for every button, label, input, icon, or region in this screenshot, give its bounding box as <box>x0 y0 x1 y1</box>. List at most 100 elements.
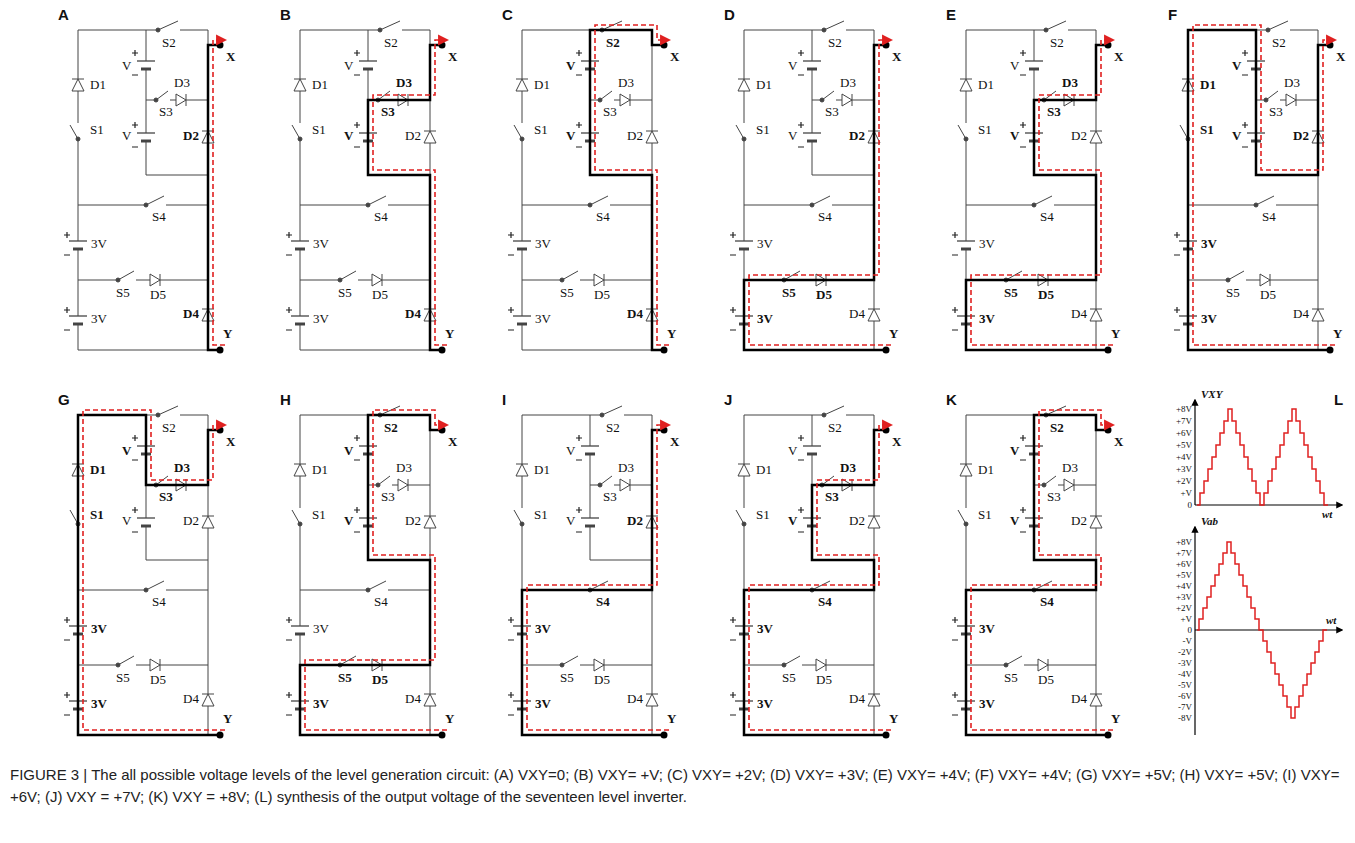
diode-label: D5 <box>150 288 166 301</box>
panel-d <box>730 21 891 354</box>
switch-label: S5 <box>116 671 130 684</box>
diode-label: D3 <box>840 461 856 474</box>
switch-label: S2 <box>162 36 176 49</box>
diode-label: D2 <box>627 129 643 142</box>
source-label: 3V <box>979 312 995 325</box>
diode-label: D4 <box>1071 307 1087 320</box>
diode-label: D3 <box>396 461 412 474</box>
level-label: +4V <box>1176 582 1192 591</box>
panel-c <box>508 21 669 354</box>
switch-label: S3 <box>381 490 395 503</box>
switch-label: S5 <box>116 286 130 299</box>
switch-label: S4 <box>152 595 166 608</box>
source-label: V <box>1010 129 1019 142</box>
switch-label: S1 <box>90 508 104 521</box>
waveform-panel <box>1195 400 1342 735</box>
switch-label: S5 <box>1226 286 1240 299</box>
source-label: 3V <box>535 697 551 710</box>
switch-label: S4 <box>596 595 610 608</box>
diode-label: D3 <box>840 76 856 89</box>
diode-label: D2 <box>1293 129 1309 142</box>
switch-label: S1 <box>1200 123 1214 136</box>
level-label: 0 <box>1188 501 1193 510</box>
panel-letter: K <box>946 392 957 407</box>
figure-caption: FIGURE 3 | The all possible voltage leve… <box>10 764 1345 808</box>
switch-label: S4 <box>152 210 166 223</box>
switch-label: S3 <box>825 490 839 503</box>
level-label: 0 <box>1188 626 1193 635</box>
panel-k <box>952 406 1113 739</box>
diode-label: D1 <box>534 463 550 476</box>
switch-label: S1 <box>756 508 770 521</box>
current-flow <box>305 410 447 730</box>
panel-letter: A <box>58 7 69 22</box>
source-label: 3V <box>979 237 995 250</box>
terminal-label: X <box>226 50 235 63</box>
diode-label: D2 <box>183 514 199 527</box>
switch-label: S1 <box>90 123 104 136</box>
diode-label: D4 <box>405 692 421 705</box>
switch-label: S2 <box>606 421 620 434</box>
switch-label: S5 <box>782 286 796 299</box>
conduction-path <box>208 45 220 350</box>
diode-label: D4 <box>627 692 643 705</box>
source-label: V <box>344 59 353 72</box>
source-label: 3V <box>979 622 995 635</box>
axis-label: Vab <box>1201 516 1218 527</box>
panel-letter: J <box>724 392 732 407</box>
panel-h <box>286 406 447 739</box>
switch-label: S1 <box>534 508 548 521</box>
terminal-label: X <box>892 435 901 448</box>
switch-label: S5 <box>338 671 352 684</box>
switch-label: S2 <box>384 421 398 434</box>
diode-label: D4 <box>183 307 199 320</box>
source-label: 3V <box>91 622 107 635</box>
level-label: -7V <box>1178 703 1192 712</box>
diode-label: D2 <box>1071 514 1087 527</box>
current-flow <box>83 410 225 730</box>
level-label: +7V <box>1176 417 1192 426</box>
panel-letter: L <box>1334 392 1343 407</box>
switch-label: S3 <box>1047 105 1061 118</box>
source-label: V <box>788 444 797 457</box>
terminal-label: Y <box>889 712 898 725</box>
panel-a <box>64 21 225 354</box>
current-flow <box>213 40 225 345</box>
terminal-label: Y <box>667 327 676 340</box>
diode-label: D3 <box>396 76 412 89</box>
panel-b <box>286 21 447 354</box>
conduction-path <box>966 45 1108 350</box>
source-label: V <box>344 514 353 527</box>
level-label: -2V <box>1178 648 1192 657</box>
switch-label: S4 <box>818 210 832 223</box>
source-label: V <box>566 129 575 142</box>
switch-label: S4 <box>374 595 388 608</box>
diode-label: D3 <box>1062 461 1078 474</box>
diode-label: D3 <box>174 461 190 474</box>
source-label: V <box>1010 514 1019 527</box>
current-flow <box>749 40 891 345</box>
terminal-label: X <box>1114 50 1123 63</box>
switch-label: S4 <box>1262 210 1276 223</box>
level-label: -5V <box>1178 681 1192 690</box>
diode-label: D1 <box>534 78 550 91</box>
source-label: 3V <box>1201 312 1217 325</box>
panel-letter: H <box>280 392 291 407</box>
terminal-label: X <box>670 435 679 448</box>
terminal-label: X <box>448 50 457 63</box>
level-label: +5V <box>1176 441 1192 450</box>
level-label: +4V <box>1176 453 1192 462</box>
source-label: V <box>788 514 797 527</box>
source-label: 3V <box>757 697 773 710</box>
switch-label: S2 <box>1050 36 1064 49</box>
diode-label: D3 <box>618 76 634 89</box>
source-label: 3V <box>1201 237 1217 250</box>
terminal-label: Y <box>889 327 898 340</box>
switch-label: S3 <box>1047 490 1061 503</box>
current-flow <box>527 425 669 730</box>
diode-label: D3 <box>174 76 190 89</box>
switch-label: S5 <box>560 286 574 299</box>
conduction-path <box>78 415 220 735</box>
level-label: +8V <box>1176 538 1192 547</box>
